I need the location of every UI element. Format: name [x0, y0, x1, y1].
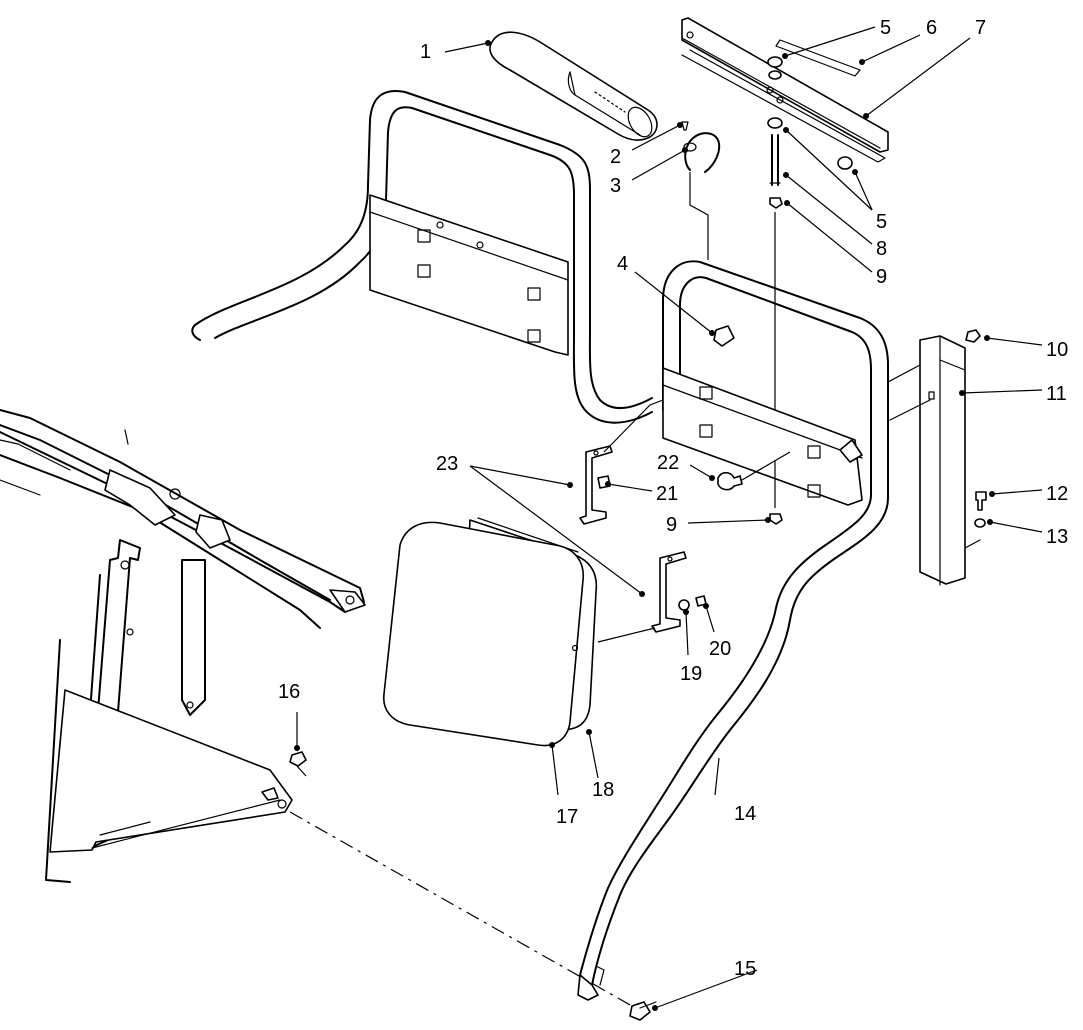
callout-11: 11: [1046, 383, 1067, 405]
callout-23: 23: [436, 453, 458, 475]
callout-12: 12: [1046, 483, 1068, 505]
callout-18: 18: [592, 779, 614, 801]
callout-14: 14: [734, 803, 756, 825]
callout-15: 15: [734, 958, 756, 980]
side-rail-panel: [887, 329, 987, 586]
support-bar: [681, 17, 889, 163]
vehicle-frame: [0, 409, 366, 883]
small-hardware: [597, 451, 791, 611]
callout-19: 19: [680, 663, 702, 685]
rear-seat-frame: [191, 90, 653, 424]
callout-3: 3: [610, 175, 621, 197]
callout-2: 2: [610, 146, 621, 168]
callout-labels: 1 2 3 4 5 5 6 7 8 9 9 10 11 12 13 14 15 …: [278, 17, 1068, 980]
callout-13: 13: [1046, 526, 1068, 548]
callout-5-right: 5: [876, 211, 887, 233]
callout-22: 22: [657, 452, 679, 474]
callout-1: 1: [420, 41, 431, 63]
main-frame-tube: [577, 260, 889, 1001]
callout-5-top: 5: [880, 17, 891, 39]
callout-8: 8: [876, 238, 887, 260]
callout-leaders: [294, 26, 1043, 1011]
handle-grip: [489, 31, 658, 141]
nut-and-bolt: [289, 751, 657, 1021]
callout-7: 7: [975, 17, 986, 39]
grommets-and-pin: [767, 56, 853, 420]
callout-10: 10: [1046, 339, 1068, 361]
seat-brackets: [579, 399, 687, 643]
handle-clamp: [681, 121, 721, 260]
seat-back-cushion: [383, 517, 598, 747]
callout-4: 4: [617, 253, 628, 275]
callout-20: 20: [709, 638, 731, 660]
callout-16: 16: [278, 681, 300, 703]
callout-9-lower: 9: [666, 514, 677, 536]
callout-9-upper: 9: [876, 266, 887, 288]
callout-21: 21: [656, 483, 678, 505]
callout-17: 17: [556, 806, 578, 828]
callout-6: 6: [926, 17, 937, 39]
